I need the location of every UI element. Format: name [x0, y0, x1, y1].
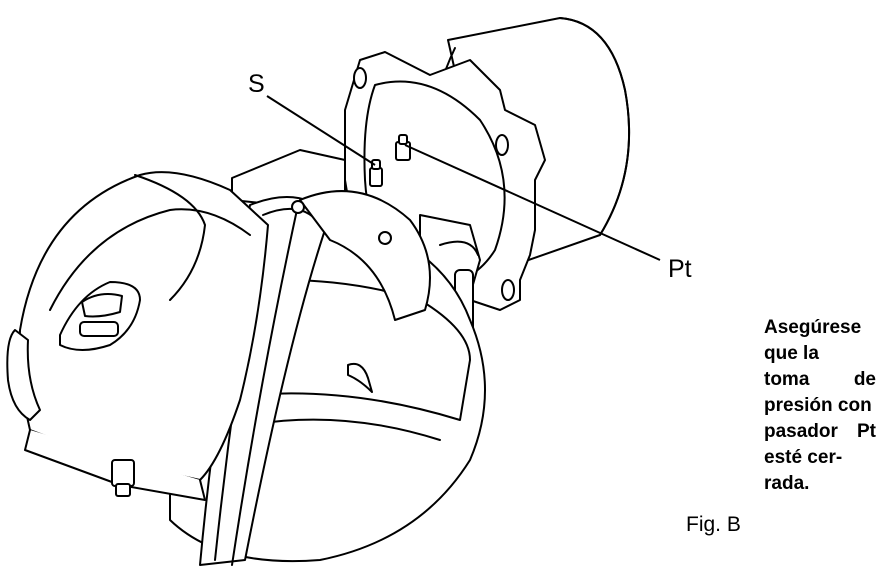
figure-caption: Fig. B: [686, 513, 741, 536]
note-line: Asegúrese que la: [764, 317, 862, 364]
leader-line-pt: [404, 144, 661, 261]
warning-note: Asegúrese que la toma de presión con pas…: [764, 315, 876, 497]
note-line: toma de presión con: [764, 369, 876, 416]
label-pt: Pt: [668, 255, 692, 283]
label-s: S: [248, 70, 265, 98]
collar-ring: [291, 190, 431, 321]
air-intake: [6, 329, 135, 497]
leader-line-s: [266, 95, 376, 166]
note-line: pasador Pt esté cer-: [764, 421, 876, 468]
pressure-nipple-s: [369, 159, 383, 187]
display-panel: [59, 281, 141, 351]
note-line: rada.: [764, 473, 810, 494]
pressure-nipple-pt: [395, 134, 411, 161]
